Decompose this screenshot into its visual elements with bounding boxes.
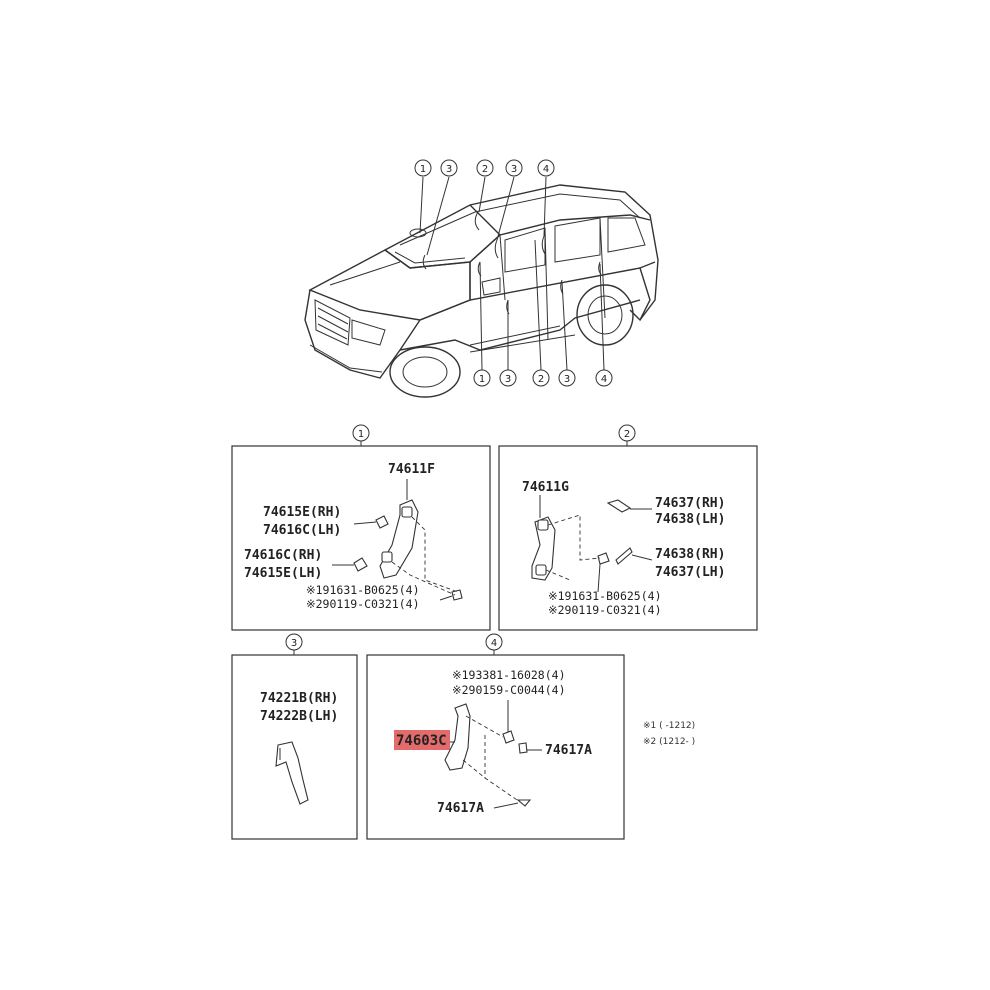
- label-74222B-LH: 74222B(LH): [260, 709, 338, 724]
- garnish-74221B: [275, 741, 309, 805]
- label-74615E-RH: 74615E(RH): [263, 505, 341, 520]
- label-74616C-LH: 74616C(LH): [263, 523, 341, 538]
- panel-2-marker: 2: [624, 429, 630, 440]
- label-74638-LH: 74638(LH): [655, 512, 725, 527]
- label-74617A-bottom: 74617A: [437, 801, 484, 816]
- svg-text:2: 2: [538, 374, 544, 385]
- callout-top-1: 1: [414, 159, 432, 177]
- panel-2: 2 74611G 74637(RH) 74638(LH) 74638(RH) 7…: [498, 424, 758, 631]
- label-p4-screw-2: ※290159-C0044(4): [452, 683, 566, 697]
- label-p1-screw-1: ※191631-B0625(4): [306, 583, 420, 597]
- panel-2-frame: [498, 445, 758, 631]
- note-2: ※2 (1212- ): [643, 737, 695, 747]
- svg-text:3: 3: [564, 374, 570, 385]
- footnotes: ※1 ( -1212) ※2 (1212- ): [643, 721, 695, 747]
- callout-top-3: 2: [476, 159, 494, 177]
- panel-1-marker: 1: [358, 429, 364, 440]
- callout-top-4: 3: [505, 159, 523, 177]
- label-p2-screw-1: ※191631-B0625(4): [548, 589, 662, 603]
- panel-3-frame: [231, 654, 358, 840]
- svg-text:1: 1: [420, 164, 426, 175]
- callout-bottom-2: 3: [499, 369, 517, 387]
- vehicle-illustration: [304, 176, 659, 398]
- svg-text:3: 3: [446, 164, 452, 175]
- screw-p4: [502, 730, 515, 744]
- highlight-74603C: [394, 730, 450, 750]
- label-74616C-RH: 74616C(RH): [244, 548, 322, 563]
- label-p1-screw-2: ※290119-C0321(4): [306, 597, 420, 611]
- cap-74617A-right: [518, 742, 528, 754]
- panel-1: 1 74611F 74615E(RH) 74616C(LH) 74616C(RH…: [231, 424, 491, 631]
- callout-bottom-5: 4: [595, 369, 613, 387]
- panel-4-marker: 4: [491, 638, 497, 649]
- label-74615E-LH: 74615E(LH): [244, 566, 322, 581]
- bottom-callouts: 1 3 2 3 4: [473, 369, 613, 387]
- label-74638-RH: 74638(RH): [655, 547, 725, 562]
- note-1: ※1 ( -1212): [643, 721, 695, 731]
- label-74221B-RH: 74221B(RH): [260, 691, 338, 706]
- top-callouts: 1 3 2 3 4: [414, 159, 555, 177]
- panel-4: 4 ※193381-16028(4) ※290159-C0044(4) 7460…: [366, 633, 625, 840]
- svg-text:4: 4: [601, 374, 607, 385]
- panel-1-frame: [231, 445, 491, 631]
- grip-74603C: [444, 703, 471, 771]
- svg-text:3: 3: [505, 374, 511, 385]
- cap-74616C: [353, 557, 368, 572]
- svg-text:2: 2: [482, 164, 488, 175]
- label-74611F: 74611F: [388, 462, 435, 477]
- label-p2-screw-2: ※290119-C0321(4): [548, 603, 662, 617]
- callout-bottom-1: 1: [473, 369, 491, 387]
- cap-74615E: [375, 515, 389, 529]
- label-74637-LH: 74637(LH): [655, 565, 725, 580]
- label-74637-RH: 74637(RH): [655, 496, 725, 511]
- label-74617A-right: 74617A: [545, 743, 592, 758]
- callout-top-5: 4: [537, 159, 555, 177]
- grip-74611G: [531, 516, 556, 581]
- svg-text:4: 4: [543, 164, 549, 175]
- svg-text:3: 3: [511, 164, 517, 175]
- callout-bottom-4: 3: [558, 369, 576, 387]
- panel-3-marker: 3: [291, 638, 297, 649]
- callout-bottom-3: 2: [532, 369, 550, 387]
- cover-74638: [615, 547, 633, 565]
- label-p4-screw-1: ※193381-16028(4): [452, 668, 566, 682]
- panel-4-frame: [366, 654, 625, 840]
- label-74611G: 74611G: [522, 480, 569, 495]
- cover-74637: [606, 499, 632, 513]
- cap-74617A-bottom: [516, 799, 532, 807]
- callout-top-2: 3: [440, 159, 458, 177]
- svg-text:1: 1: [479, 374, 485, 385]
- panel-3: 3 74221B(RH) 74222B(LH): [231, 633, 358, 840]
- screw-p1: [451, 589, 463, 601]
- screw-p2: [597, 552, 610, 565]
- label-74603C: 74603C: [396, 733, 447, 749]
